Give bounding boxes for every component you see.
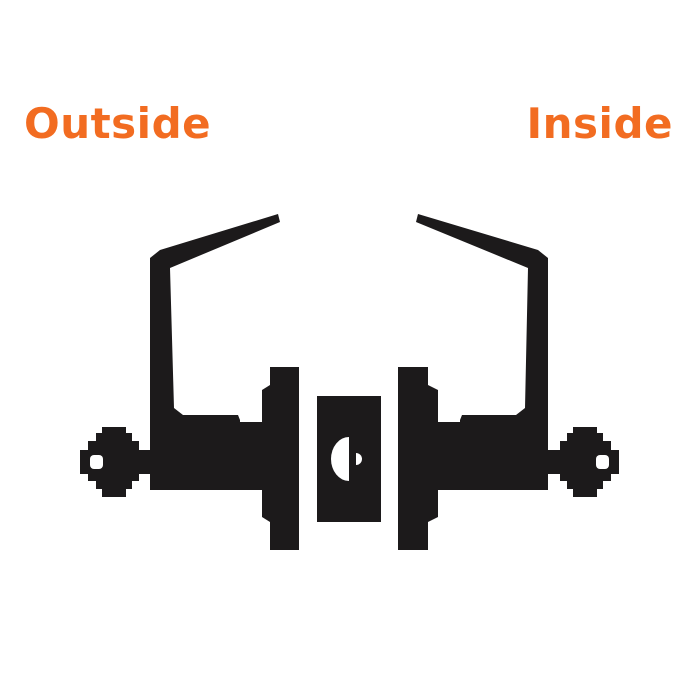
outside-assembly (80, 214, 299, 550)
outside-lever-neck (236, 398, 270, 518)
outside-key-hole (90, 455, 103, 469)
inside-lever-icon (416, 214, 548, 490)
outside-key-bow (80, 427, 139, 497)
inside-key-bow (560, 427, 619, 497)
inside-label: Inside (526, 99, 673, 148)
outside-rose-icon (262, 367, 299, 550)
latch-bolt-tip (356, 453, 362, 465)
latch-assembly (317, 396, 381, 522)
inside-key-hole (596, 455, 609, 469)
inside-lever-neck (429, 398, 464, 518)
outside-label: Outside (24, 99, 212, 148)
outside-key-icon (80, 427, 150, 497)
inside-key-shank (548, 450, 568, 474)
outside-key-shank (130, 450, 150, 474)
inside-assembly (398, 214, 619, 550)
inside-key-icon (548, 427, 619, 497)
outside-lever-icon (150, 214, 280, 490)
latch-bolt-icon (331, 437, 349, 481)
inside-rose-icon (398, 367, 438, 550)
